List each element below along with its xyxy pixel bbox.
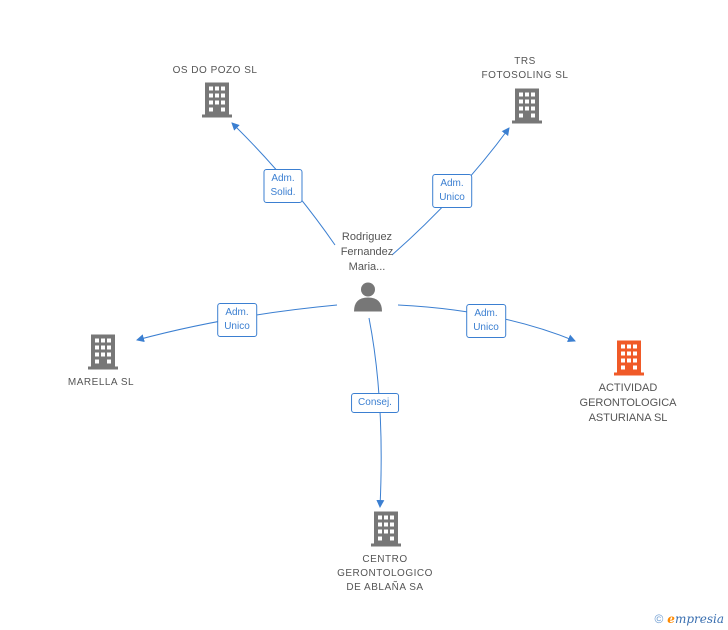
edge-label-line: Unico [224,321,250,332]
edge-label-line: Adm. [440,178,464,189]
company-label-line: FOTOSOLING SL [481,70,569,81]
edge-label-centro: Consej. [351,393,399,413]
edge-label-actividad: Adm. Unico [466,304,506,338]
edge-label-line: Adm. [225,307,249,318]
person-icon[interactable] [353,282,383,317]
company-label-marella[interactable]: MARELLA SL [68,376,134,390]
building-icon[interactable] [371,511,401,552]
company-label-line: MARELLA SL [67,377,135,388]
building-icon[interactable] [512,88,542,129]
company-label-trs[interactable]: TRS FOTOSOLING SL [482,55,569,83]
company-label-line: OS DO POZO SL [172,65,258,76]
company-label-actividad[interactable]: ACTIVIDAD GERONTOLOGICA ASTURIANA SL [580,381,677,426]
edge-label-line: Consej. [358,397,392,408]
company-label-line: ASTURIANA SL [588,412,668,424]
empresia-watermark: ©empresia [654,612,724,626]
company-label-line: DE ABLAÑA SA [346,582,424,593]
person-label-line: Fernandez [340,246,394,258]
building-icon-highlighted[interactable] [614,340,644,381]
company-label-line: GERONTOLOGICA [579,397,677,409]
company-label-line: GERONTOLOGICO [337,568,433,579]
brand-name: mpresia [674,612,724,626]
company-label-line: CENTRO [362,554,408,565]
edge-label-line: Unico [473,322,499,333]
copyright-symbol: © [654,612,664,626]
edge-label-os-do-pozo: Adm. Solid. [263,169,303,203]
company-label-centro[interactable]: CENTRO GERONTOLOGICO DE ABLAÑA SA [337,553,433,595]
company-label-line: ACTIVIDAD [598,382,658,394]
edge-label-line: Unico [439,192,465,203]
edge-label-line: Adm. [474,308,498,319]
edge-label-marella: Adm. Unico [217,303,257,337]
building-icon[interactable] [202,82,232,123]
person-label-line: Maria... [348,261,386,273]
edge-label-line: Adm. [271,173,295,184]
person-label[interactable]: Rodriguez Fernandez Maria... [341,230,394,275]
person-label-line: Rodriguez [341,231,393,243]
company-label-os-do-pozo[interactable]: OS DO POZO SL [173,64,258,78]
edge-label-trs: Adm. Unico [432,174,472,208]
company-label-line: TRS [514,56,536,67]
brand-e: e [667,612,675,626]
building-icon[interactable] [88,334,118,375]
edge-label-line: Solid. [270,187,296,198]
